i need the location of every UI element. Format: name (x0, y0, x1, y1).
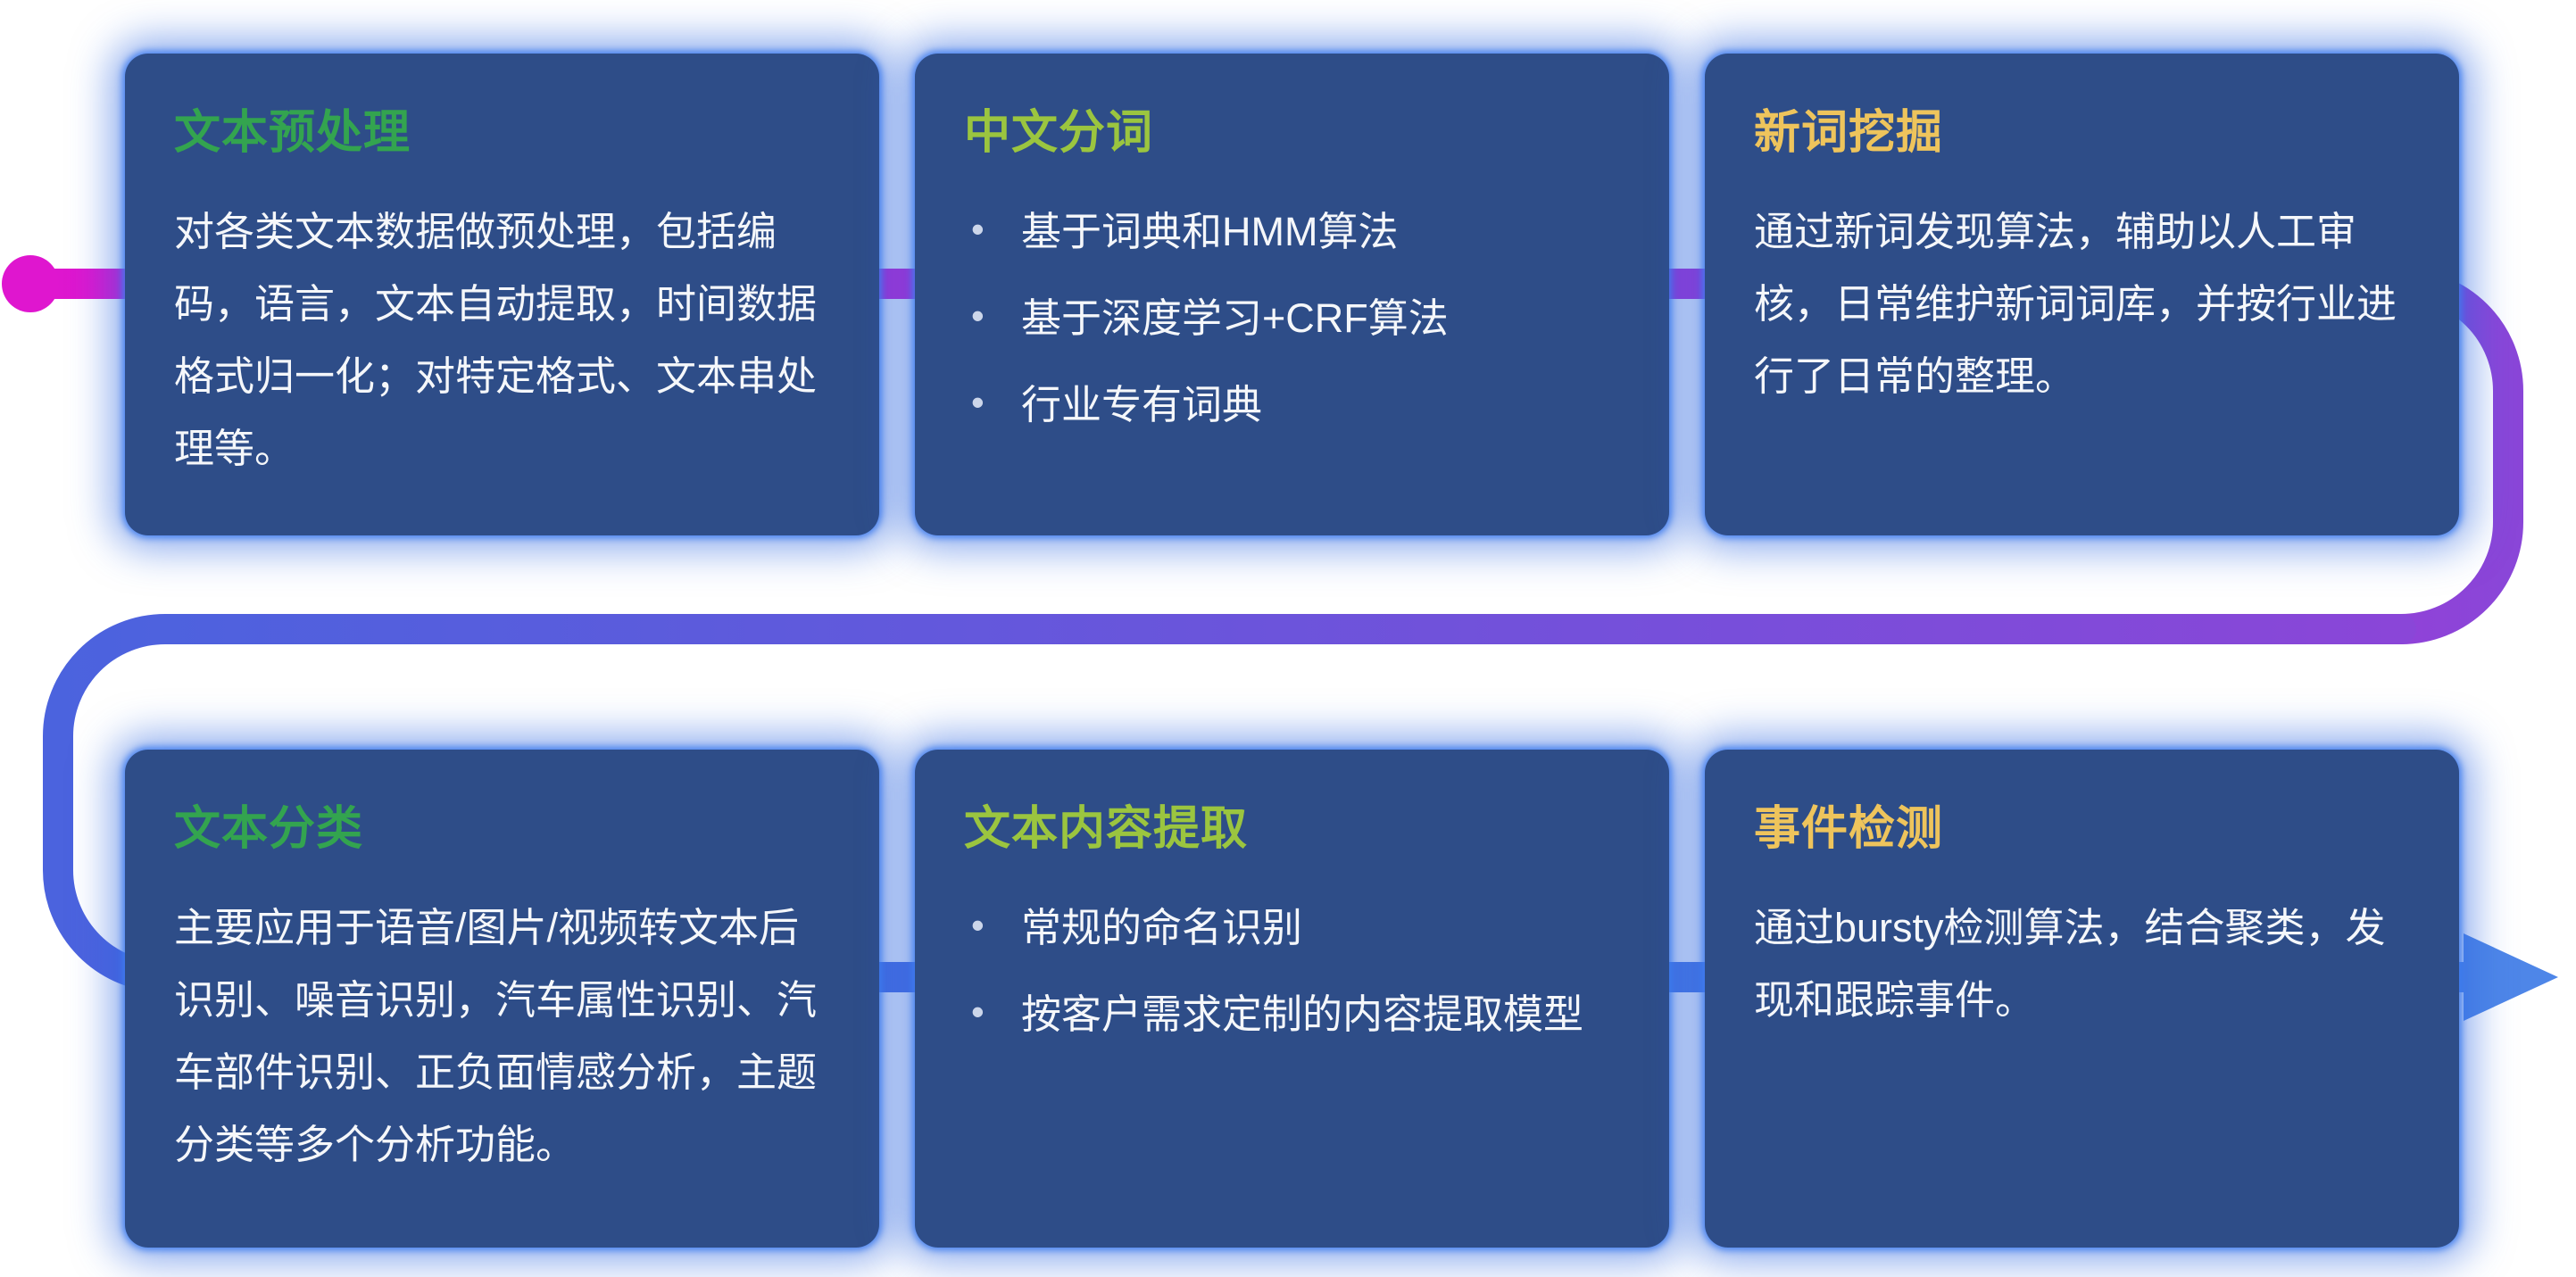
bullet-item: 按客户需求定制的内容提取模型 (964, 978, 1620, 1050)
card-chinese-word-segmentation: 中文分词 基于词典和HMM算法 基于深度学习+CRF算法 行业专有词典 (915, 54, 1669, 535)
card-title: 文本内容提取 (964, 803, 1249, 855)
card-text-classification: 文本分类 主要应用于语音/图片/视频转文本后识别、噪音识别，汽车属性识别、汽车部… (125, 750, 879, 1248)
bullet-item: 常规的命名识别 (964, 891, 1620, 964)
card-body: 主要应用于语音/图片/视频转文本后识别、噪音识别，汽车属性识别、汽车部件识别、正… (174, 905, 818, 1167)
bullet-item: 基于词典和HMM算法 (964, 195, 1620, 268)
card-title: 事件检测 (1754, 803, 1944, 855)
card-body: 通过新词发现算法，辅助以人工审核，日常维护新词词库，并按行业进行了日常的整理。 (1754, 209, 2397, 399)
flow-start-dot-icon (2, 255, 59, 312)
card-title: 文本分类 (174, 803, 364, 855)
card-title: 中文分词 (964, 107, 1154, 159)
flow-line-middle (43, 614, 2416, 992)
card-text-preprocessing: 文本预处理 对各类文本数据做预处理，包括编码，语言，文本自动提取，时间数据格式归… (125, 54, 879, 535)
card-new-word-mining: 新词挖掘 通过新词发现算法，辅助以人工审核，日常维护新词词库，并按行业进行了日常… (1705, 54, 2459, 535)
card-title: 文本预处理 (174, 107, 411, 159)
flow-arrow-icon (2464, 933, 2558, 1021)
bullet-item: 基于深度学习+CRF算法 (964, 282, 1620, 354)
card-title: 新词挖掘 (1754, 107, 1944, 159)
card-body: 对各类文本数据做预处理，包括编码，语言，文本自动提取，时间数据格式归一化；对特定… (174, 209, 818, 471)
bullet-item: 行业专有词典 (964, 369, 1620, 441)
card-event-detection: 事件检测 通过bursty检测算法，结合聚类，发现和跟踪事件。 (1705, 750, 2459, 1248)
card-body: 通过bursty检测算法，结合聚类，发现和跟踪事件。 (1754, 905, 2386, 1023)
card-text-content-extraction: 文本内容提取 常规的命名识别 按客户需求定制的内容提取模型 (915, 750, 1669, 1248)
card-bullet-list: 基于词典和HMM算法 基于深度学习+CRF算法 行业专有词典 (964, 195, 1620, 441)
card-bullet-list: 常规的命名识别 按客户需求定制的内容提取模型 (964, 891, 1620, 1050)
